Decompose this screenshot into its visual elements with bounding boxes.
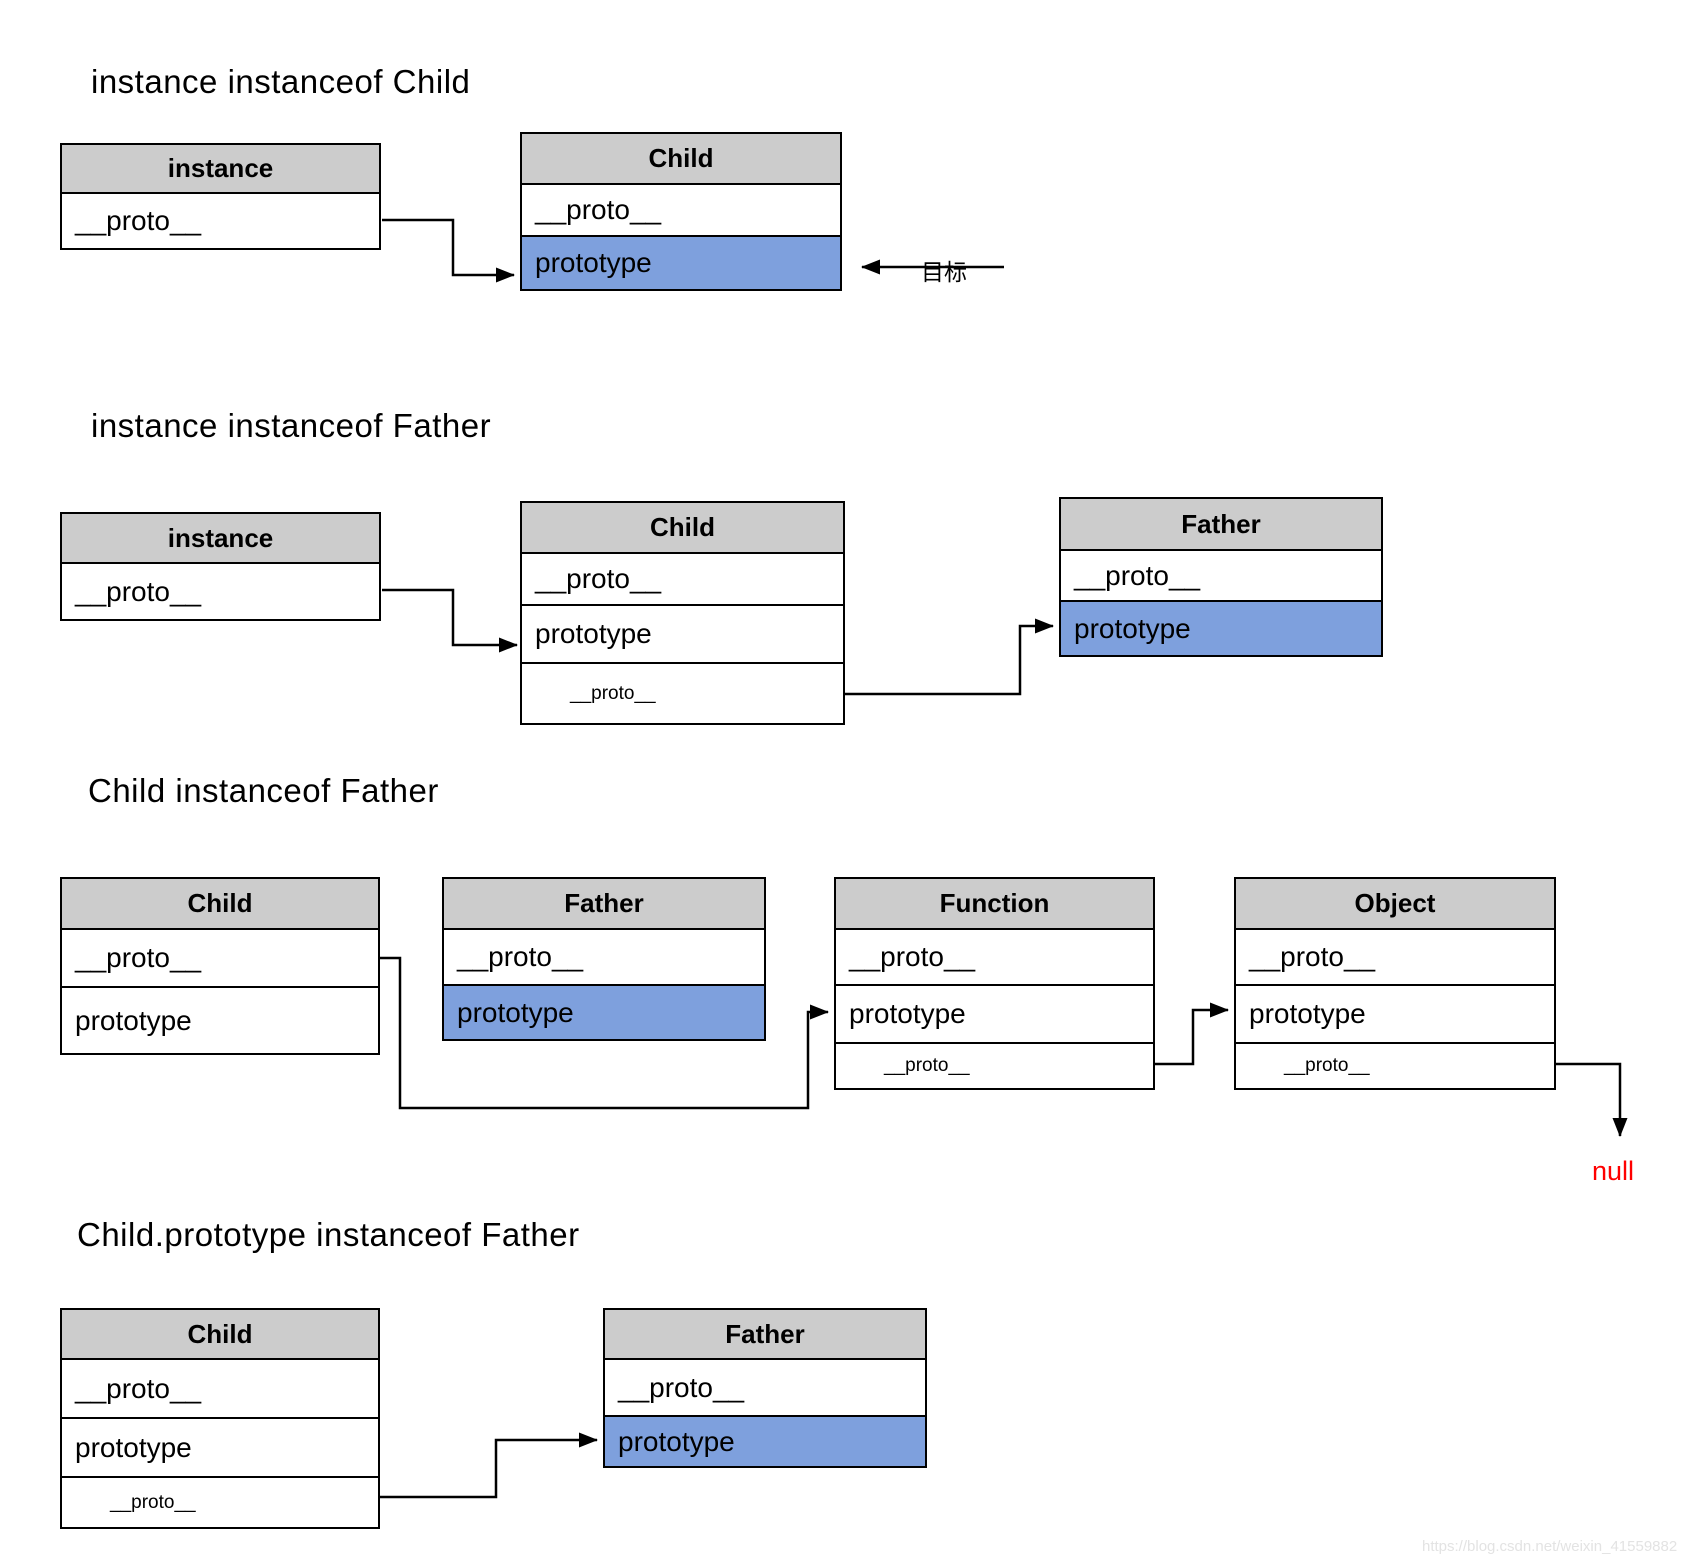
watermark-url: https://blog.csdn.net/weixin_41559882	[1422, 1538, 1678, 1555]
object-box-child-3: Child __proto__ prototype	[60, 877, 380, 1055]
arrow-childprototype-proto-to-father-prototype	[378, 1432, 598, 1499]
arrow-function-proto-to-object-prototype	[1155, 1002, 1229, 1066]
box-header: Father	[605, 1310, 925, 1360]
box-row-prototype: prototype	[522, 606, 843, 664]
box-header: Child	[522, 503, 843, 554]
object-box-function: Function __proto__ prototype __proto__	[834, 877, 1155, 1090]
section-title-childprototype-instanceof-father: Child.prototype instanceof Father	[77, 1216, 580, 1253]
arrow-instance-proto-to-child-prototype	[382, 218, 515, 283]
box-header: Function	[836, 879, 1153, 930]
box-row-proto: __proto__	[1061, 551, 1381, 602]
box-row-prototype-highlighted: prototype	[444, 986, 764, 1039]
object-box-father-2: Father __proto__ prototype	[1059, 497, 1383, 657]
box-row-prototype: prototype	[836, 986, 1153, 1044]
box-header: instance	[62, 514, 379, 564]
section-title-instance-instanceof-child: instance instanceof Child	[91, 63, 471, 100]
object-box-instance-2: instance __proto__	[60, 512, 381, 621]
object-box-father-3: Father __proto__ prototype	[442, 877, 766, 1041]
box-row-proto: __proto__	[522, 185, 840, 237]
box-header: Child	[62, 1310, 378, 1360]
box-header: Child	[62, 879, 378, 930]
section-title-instance-instanceof-father: instance instanceof Father	[91, 407, 492, 444]
arrow-childproto-to-father-prototype	[845, 618, 1054, 696]
object-box-child-1: Child __proto__ prototype	[520, 132, 842, 291]
box-row-proto: __proto__	[522, 554, 843, 606]
box-header: Father	[444, 879, 764, 930]
box-row-prototype: prototype	[1236, 986, 1554, 1044]
box-row-proto: __proto__	[444, 930, 764, 986]
arrow-instance-proto-to-child-prototype-2	[382, 588, 518, 653]
object-box-father-4: Father __proto__ prototype	[603, 1308, 927, 1468]
box-row-prototype-highlighted: prototype	[522, 237, 840, 289]
box-row-proto: __proto__	[1236, 930, 1554, 986]
object-box-child-2: Child __proto__ prototype __proto__	[520, 501, 845, 725]
box-row-proto: __proto__	[62, 930, 378, 988]
box-subrow-proto: __proto__	[62, 1478, 378, 1527]
box-subrow-proto: __proto__	[522, 664, 843, 723]
arrow-object-proto-to-null	[1556, 1062, 1628, 1137]
object-box-object: Object __proto__ prototype __proto__	[1234, 877, 1556, 1090]
box-subrow-proto: __proto__	[836, 1044, 1153, 1088]
box-row-proto: __proto__	[836, 930, 1153, 986]
box-row-prototype: prototype	[62, 988, 378, 1053]
box-row-prototype-highlighted: prototype	[1061, 602, 1381, 655]
box-row-prototype: prototype	[62, 1419, 378, 1478]
box-row-proto: __proto__	[605, 1360, 925, 1417]
null-label: null	[1592, 1156, 1635, 1186]
box-row-proto: __proto__	[62, 1360, 378, 1419]
section-title-child-instanceof-father: Child instanceof Father	[88, 772, 439, 809]
target-label: 目标	[921, 259, 967, 285]
box-header: Father	[1061, 499, 1381, 551]
box-row-proto: __proto__	[62, 194, 379, 248]
box-header: Object	[1236, 879, 1554, 930]
object-box-child-4: Child __proto__ prototype __proto__	[60, 1308, 380, 1529]
box-header: instance	[62, 145, 379, 194]
object-box-instance-1: instance __proto__	[60, 143, 381, 250]
box-row-prototype-highlighted: prototype	[605, 1417, 925, 1466]
box-subrow-proto: __proto__	[1236, 1044, 1554, 1088]
box-header: Child	[522, 134, 840, 185]
box-row-proto: __proto__	[62, 564, 379, 619]
